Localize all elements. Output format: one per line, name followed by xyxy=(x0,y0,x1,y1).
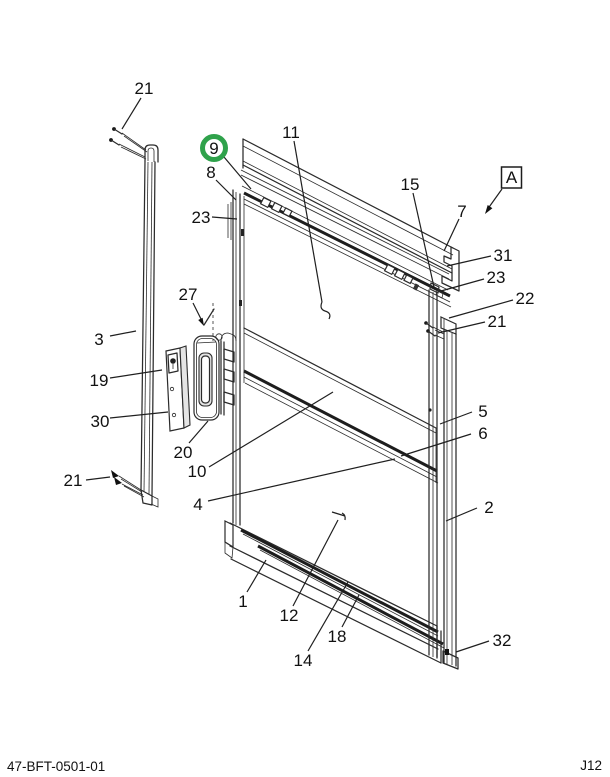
latch-plate-part19 xyxy=(165,345,191,432)
leader-lines xyxy=(85,97,514,653)
callout-21-left: 21 xyxy=(64,471,83,490)
callout-14: 14 xyxy=(294,651,313,670)
callout-5: 5 xyxy=(478,402,487,421)
screws-part21-top xyxy=(109,127,148,160)
callout-31: 31 xyxy=(494,246,513,265)
callout-6: 6 xyxy=(478,424,487,443)
left-trim-strip-part3 xyxy=(140,144,159,508)
callout-21-top: 21 xyxy=(135,79,154,98)
door-handle-part20 xyxy=(193,335,220,421)
callout-2: 2 xyxy=(484,498,493,517)
screws-part21-bottom xyxy=(111,470,145,498)
callout-21-right: 21 xyxy=(488,312,507,331)
alignment-line-part27 xyxy=(203,303,215,341)
callout-10: 10 xyxy=(188,462,207,481)
callout-22: 22 xyxy=(516,289,535,308)
bottom-rail xyxy=(224,520,445,664)
callout-23-left: 23 xyxy=(192,208,211,227)
callout-15: 15 xyxy=(401,175,420,194)
highlight-ring xyxy=(200,134,228,162)
callout-1: 1 xyxy=(238,592,247,611)
door-right-edge xyxy=(428,282,444,659)
callout-11: 11 xyxy=(282,123,300,142)
top-seal-strips xyxy=(240,169,452,308)
header-rail xyxy=(242,138,460,292)
door-left-edge xyxy=(227,189,245,526)
callout-23-right: 23 xyxy=(487,268,506,287)
callout-9: 9 xyxy=(209,139,218,158)
callout-4: 4 xyxy=(193,495,202,514)
callout-30: 30 xyxy=(91,412,110,431)
callout-18: 18 xyxy=(328,627,347,646)
callout-32: 32 xyxy=(493,631,512,650)
callout-12: 12 xyxy=(280,606,299,625)
callout-8: 8 xyxy=(206,163,215,182)
detail-marker-a-label: A xyxy=(506,168,518,187)
mid-rail xyxy=(243,327,439,484)
mounting-bracket xyxy=(215,332,237,416)
door-panel xyxy=(224,138,460,664)
callout-3: 3 xyxy=(94,330,103,349)
callout-20: 20 xyxy=(174,443,193,462)
footer-page-code: J12 xyxy=(580,758,602,773)
footer-doc-number: 47-BFT-0501-01 xyxy=(7,759,105,774)
callout-27: 27 xyxy=(179,285,198,304)
callout-19: 19 xyxy=(90,371,109,390)
callout-7: 7 xyxy=(457,202,466,221)
detail-marker-a: A xyxy=(485,166,523,214)
callout-labels: 21 3 19 30 20 21 27 9 8 23 11 15 7 31 23… xyxy=(64,79,535,670)
right-trim-strip-part2 xyxy=(424,316,459,670)
